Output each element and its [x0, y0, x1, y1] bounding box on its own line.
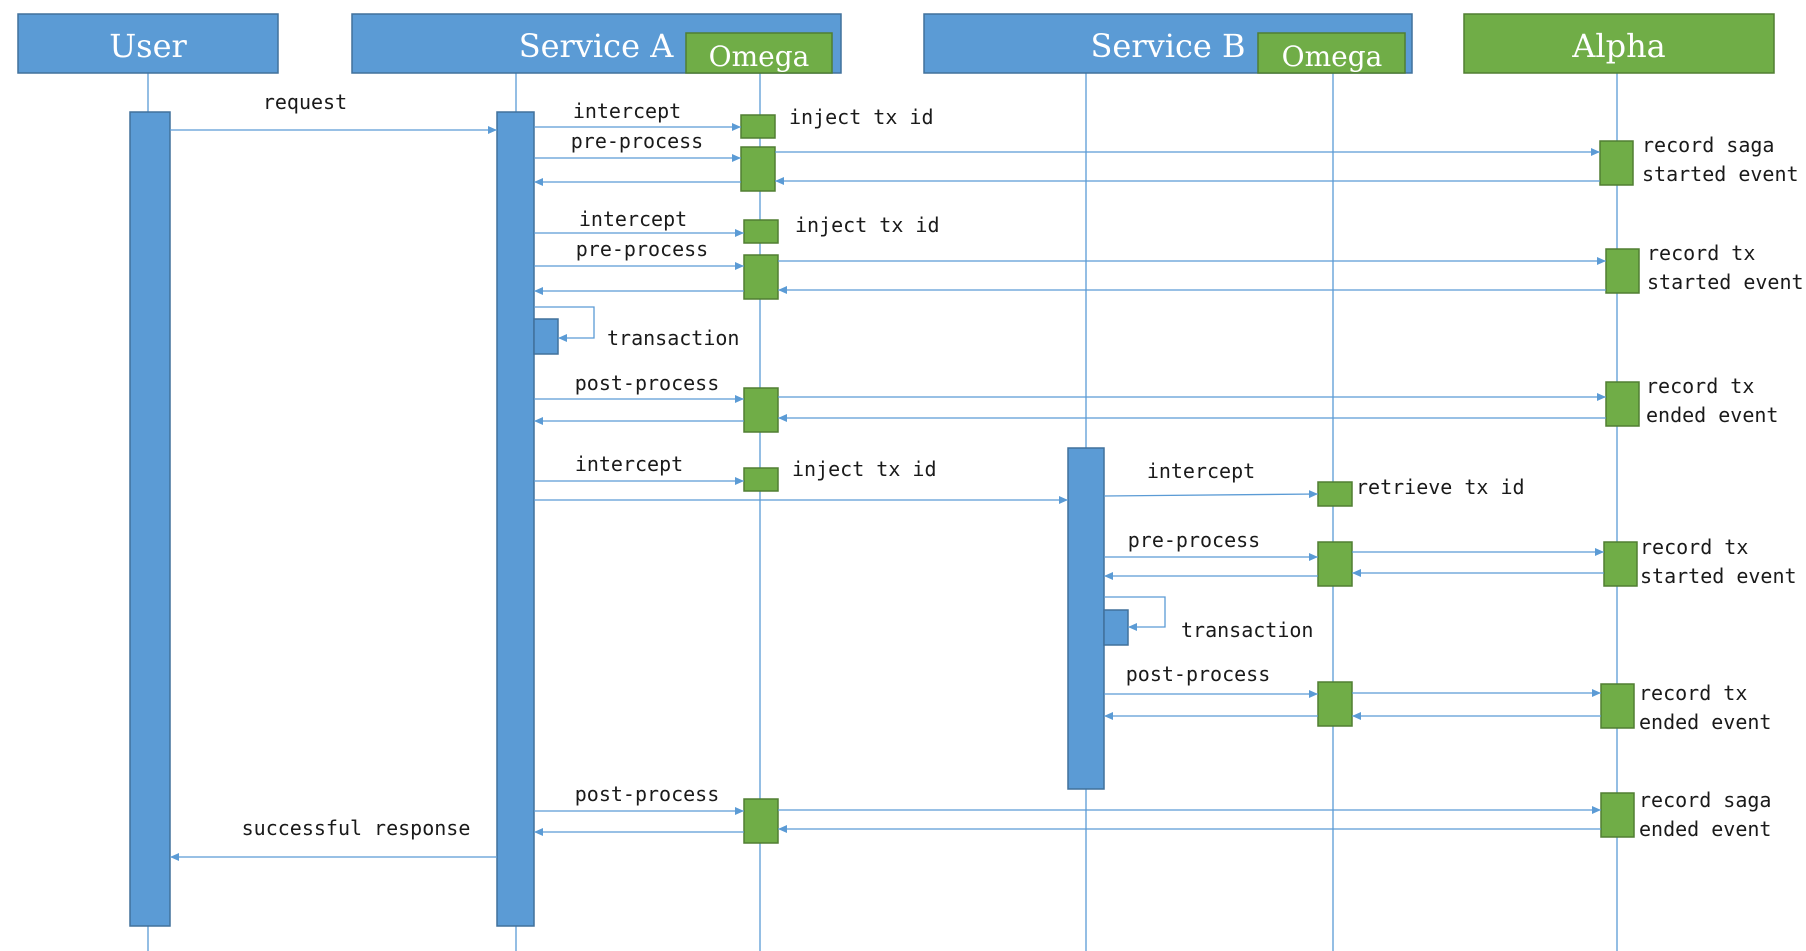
note-tx-ended-a-line2: ended event	[1646, 403, 1778, 427]
note-tx-started-a-line1: record tx	[1647, 241, 1755, 265]
label-b-postprocess: post-process	[1126, 662, 1271, 686]
label-a-intercept-2: intercept	[579, 207, 687, 231]
note-saga-started-line2: started event	[1642, 162, 1799, 186]
activations	[129, 111, 1640, 927]
alpha-box-4	[1603, 541, 1638, 587]
omega-b-box-1	[1317, 481, 1353, 507]
activation-a-transaction	[533, 318, 559, 355]
label-b-intercept: intercept	[1147, 459, 1255, 483]
label-b-preprocess: pre-process	[1128, 528, 1260, 552]
header-user: User	[17, 13, 279, 74]
label-a-postprocess-2: post-process	[575, 782, 720, 806]
label-request: request	[263, 90, 347, 114]
header-user-label: User	[109, 27, 187, 65]
label-a-intercept-1: intercept	[573, 99, 681, 123]
activation-service-b	[1067, 447, 1105, 790]
header-omega-b-label: Omega	[1282, 40, 1383, 73]
header-alpha: Alpha	[1463, 13, 1775, 74]
label-a-postprocess-1: post-process	[575, 371, 720, 395]
activation-b-transaction	[1103, 609, 1129, 646]
header-service-b-label: Service B	[1090, 27, 1245, 65]
alpha-box-1	[1599, 140, 1634, 186]
note-saga-started-line1: record saga	[1642, 133, 1774, 157]
header-omega-a: Omega	[685, 32, 833, 74]
omega-a-box-4	[743, 254, 779, 300]
note-tx-ended-b-line2: ended event	[1639, 710, 1771, 734]
omega-b-box-2	[1317, 541, 1353, 587]
note-tx-ended-a-line1: record tx	[1646, 374, 1754, 398]
note-inject-1: inject tx id	[789, 105, 934, 129]
label-a-preprocess-2: pre-process	[576, 237, 708, 261]
alpha-box-3	[1605, 381, 1640, 427]
omega-a-box-7	[743, 798, 779, 844]
header-omega-b: Omega	[1257, 32, 1406, 74]
label-b-transaction: transaction	[1181, 618, 1313, 642]
message-labels: request intercept pre-process intercept …	[242, 90, 1314, 840]
header-alpha-label: Alpha	[1571, 27, 1666, 65]
activation-user	[129, 111, 171, 927]
omega-a-box-5	[743, 387, 779, 433]
note-saga-ended-line1: record saga	[1639, 788, 1771, 812]
notes: inject tx id inject tx id inject tx id r…	[789, 105, 1804, 841]
omega-b-box-3	[1317, 681, 1353, 727]
note-saga-ended-line2: ended event	[1639, 817, 1771, 841]
omega-a-box-2	[740, 146, 776, 192]
arrow-b-intercept	[1103, 490, 1319, 499]
note-tx-started-b-line1: record tx	[1640, 535, 1748, 559]
arrow-a-transaction	[534, 306, 595, 342]
note-inject-2: inject tx id	[795, 213, 940, 237]
note-tx-ended-b-line1: record tx	[1639, 681, 1747, 705]
label-a-preprocess-1: pre-process	[571, 129, 703, 153]
omega-a-box-3	[743, 219, 779, 244]
header-omega-a-label: Omega	[709, 40, 810, 73]
arrow-b-transaction	[1104, 596, 1166, 631]
note-tx-started-a-line2: started event	[1647, 270, 1804, 294]
alpha-box-6	[1600, 792, 1635, 838]
note-retrieve: retrieve tx id	[1356, 475, 1525, 499]
alpha-box-5	[1600, 683, 1635, 729]
omega-a-box-6	[743, 467, 779, 492]
activation-service-a	[496, 111, 535, 927]
header-service-a-label: Service A	[519, 27, 675, 65]
alpha-box-2	[1605, 248, 1640, 294]
label-successful-response: successful response	[242, 816, 471, 840]
note-tx-started-b-line2: started event	[1640, 564, 1797, 588]
label-a-transaction: transaction	[607, 326, 739, 350]
omega-a-box-1	[740, 114, 776, 139]
arrows	[170, 123, 1606, 861]
note-inject-3: inject tx id	[792, 457, 937, 481]
label-a-intercept-3: intercept	[575, 452, 683, 476]
